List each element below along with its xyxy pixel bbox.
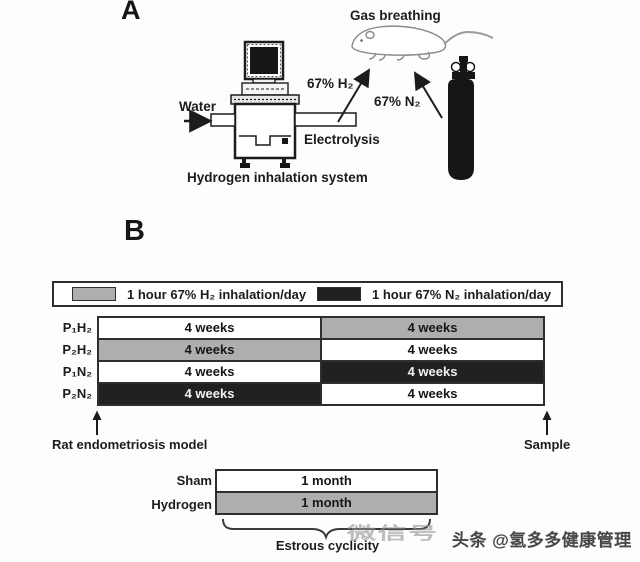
legend-label-h2: 1 hour 67% H₂ inhalation/day	[127, 287, 307, 302]
timeline-start-label: Rat endometriosis model	[52, 437, 208, 452]
toutiao-watermark: 头条 @氢多多健康管理	[452, 531, 632, 550]
gas-breathing-label: Gas breathing	[350, 8, 441, 23]
timeline-row: P₂N₂ 4 weeks 4 weeks	[40, 382, 545, 406]
row-label: P₂N₂	[62, 386, 92, 401]
start-arrow-icon	[92, 410, 102, 435]
timeline-cell: 4 weeks	[97, 382, 322, 406]
legend: 1 hour 67% H₂ inhalation/day 1 hour 67% …	[52, 281, 563, 307]
water-label: Water	[179, 99, 217, 114]
h2-percent-label: 67% H₂	[307, 76, 354, 91]
panel-b-annotations	[92, 410, 552, 541]
electrolysis-device-icon	[210, 40, 357, 168]
n2-flow-arrow-icon	[413, 71, 443, 119]
sham-bar: 1 month	[215, 469, 438, 493]
rat-icon	[351, 25, 494, 61]
hydrogen-bar: 1 month	[215, 491, 438, 515]
estrous-caption: Estrous cyclicity	[275, 538, 380, 553]
electrolysis-label: Electrolysis	[304, 132, 380, 147]
wechat-watermark: 微信号	[347, 524, 439, 543]
system-caption: Hydrogen inhalation system	[187, 170, 368, 185]
panel-b-label: B	[124, 215, 145, 247]
legend-swatch-h2	[72, 287, 116, 301]
row-label: P₂H₂	[62, 342, 92, 357]
h2-flow-arrow-icon	[337, 68, 371, 123]
timeline: P₁H₂ 4 weeks 4 weeks P₂H₂ 4 weeks 4 week…	[40, 316, 545, 406]
sham-row-label: Sham	[176, 473, 212, 488]
gas-cylinder-icon	[448, 56, 476, 180]
timeline-row: P₂H₂ 4 weeks 4 weeks	[40, 338, 545, 362]
legend-swatch-n2	[317, 287, 361, 301]
panel-a-illustration	[184, 25, 494, 180]
sample-arrow-icon	[542, 410, 552, 435]
timeline-cell: 4 weeks	[97, 338, 322, 362]
estrous-brace-icon	[222, 518, 431, 541]
timeline-end-label: Sample	[524, 437, 571, 452]
timeline-row: P₁H₂ 4 weeks 4 weeks	[40, 316, 545, 340]
n2-percent-label: 67% N₂	[374, 94, 421, 109]
panel-a-label: A	[121, 0, 141, 25]
legend-label-n2: 1 hour 67% N₂ inhalation/day	[372, 287, 552, 302]
row-label: P₁H₂	[62, 320, 92, 335]
timeline-cell: 4 weeks	[320, 382, 545, 406]
row-label: P₁N₂	[62, 364, 92, 379]
hydrogen-row-label: Hydrogen	[151, 497, 212, 512]
